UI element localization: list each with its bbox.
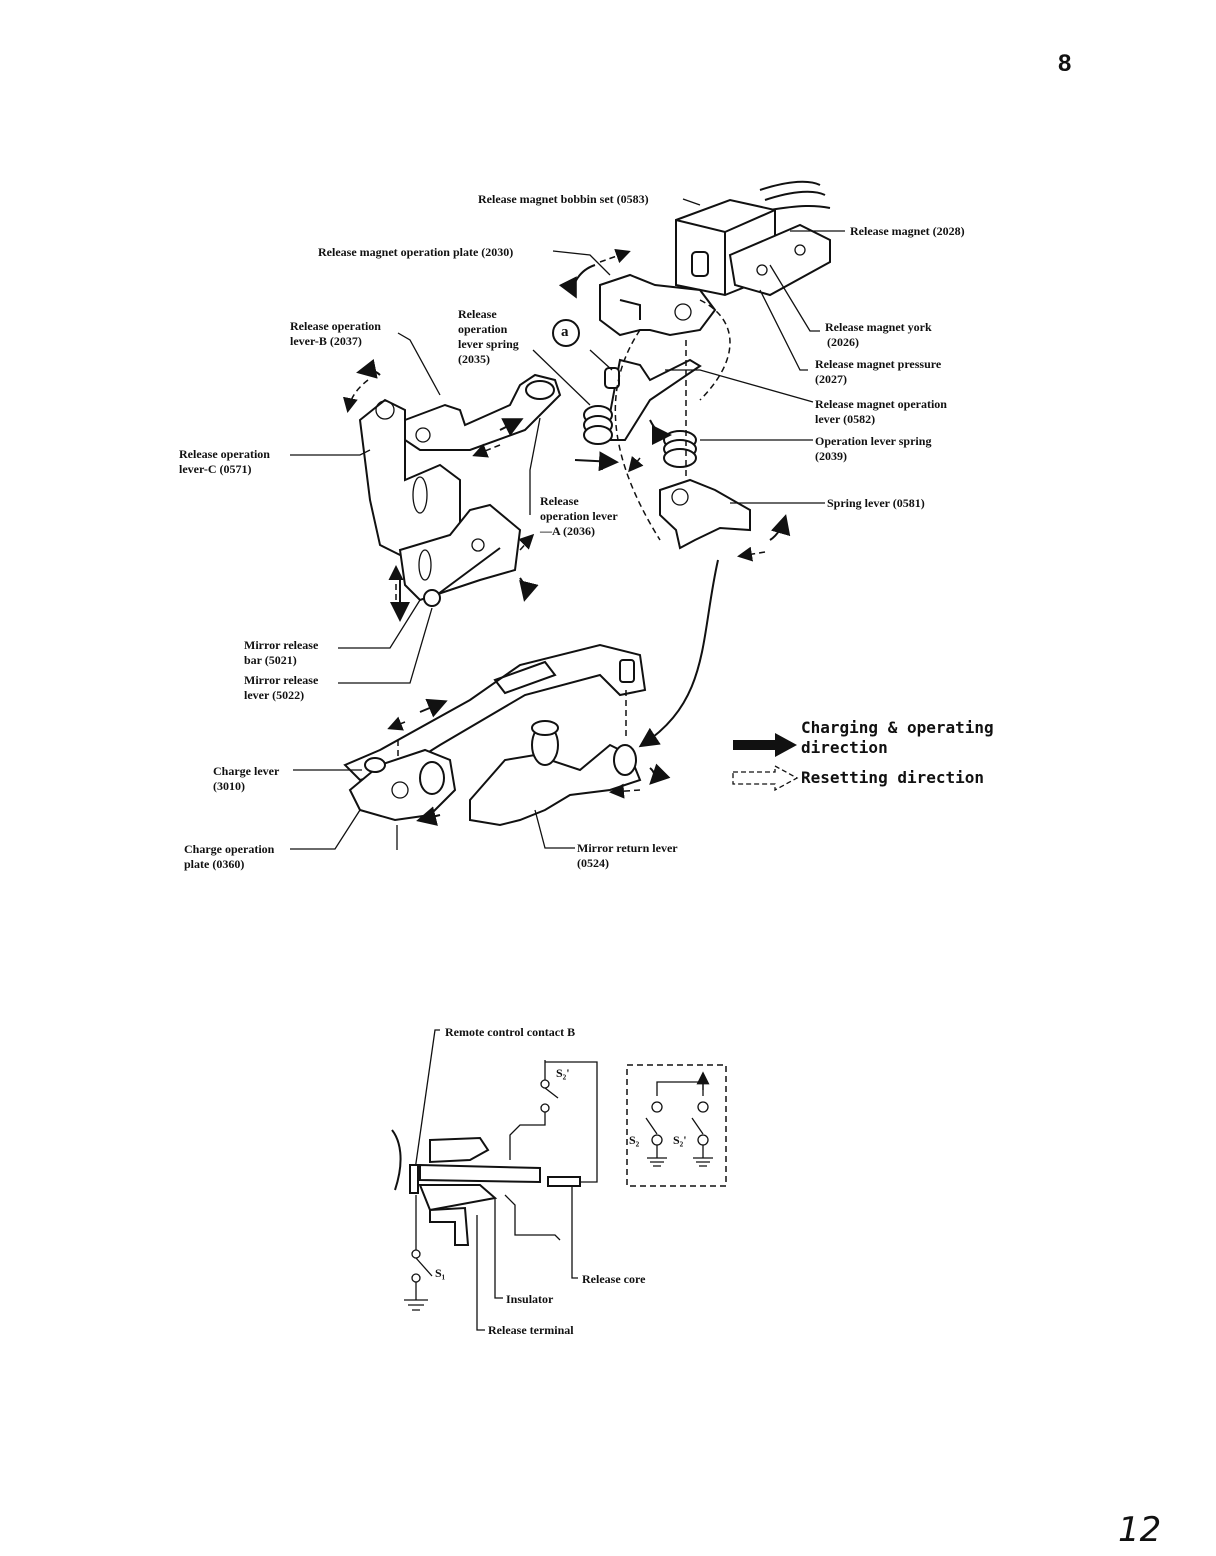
legend-symbols — [732, 733, 799, 792]
label-magnet-operation-plate: Release magnet operation plate (2030) — [318, 245, 514, 259]
label-magnet-pressure: Release magnet pressure (2027) — [815, 357, 941, 387]
circuit-diagram — [391, 1029, 727, 1331]
label-operation-lever-spring: Operation lever spring (2039) — [815, 434, 931, 464]
label-bobbin-set: Release magnet bobbin set (0583) — [478, 192, 649, 206]
label-mirror-release-bar-line2: bar (5021) — [244, 653, 297, 667]
operation-lever-c-drawing — [358, 398, 522, 607]
label-operation-lever-a-line1: Release — [540, 494, 579, 508]
label-charge-lever-line2: (3010) — [213, 779, 245, 793]
label-lever-spring-line1: Release — [458, 307, 497, 321]
charge-operation-plate-drawing — [348, 748, 457, 822]
label-mirror-release-lever: Mirror release lever (5022) — [244, 673, 318, 703]
leader-lines — [290, 198, 845, 850]
label-mirror-return-lever-line2: (0524) — [577, 856, 609, 870]
label-charge-lever: Charge lever (3010) — [213, 764, 279, 794]
label-mirror-return-lever: Mirror return lever (0524) — [577, 841, 678, 871]
legend-charging: Charging & operating direction — [801, 718, 994, 758]
label-mirror-return-lever-line1: Mirror return lever — [577, 841, 678, 855]
label-s2-prime: S₂' — [556, 1066, 570, 1080]
label-box-s2: S₂ — [629, 1133, 640, 1147]
label-remote-contact: Remote control contact B — [445, 1025, 576, 1039]
label-operation-lever-a-line3: —A (2036) — [540, 524, 595, 538]
label-operation-lever-c-line1: Release operation — [179, 447, 270, 461]
label-magnet-operation-lever-line2: lever (0582) — [815, 412, 876, 426]
label-magnet-operation-lever: Release magnet operation lever (0582) — [815, 397, 947, 427]
dashed-path-1 — [614, 329, 661, 541]
label-magnet-pressure-line1: Release magnet pressure — [815, 357, 942, 371]
dashed-path-2 — [699, 299, 731, 401]
release-magnet-drawing — [675, 180, 831, 297]
label-lever-spring: Release operation lever spring (2035) — [458, 307, 519, 367]
label-operation-lever-a: Release operation lever —A (2036) — [540, 494, 618, 539]
label-operation-lever-c: Release operation lever-C (0571) — [179, 447, 270, 477]
legend-dashed-arrow — [732, 764, 799, 792]
label-mirror-release-bar: Mirror release bar (5021) — [244, 638, 318, 668]
label-charge-operation-plate-line2: plate (0360) — [184, 857, 245, 871]
label-mirror-release-lever-line2: lever (5022) — [244, 688, 305, 702]
legend-charging-line1: Charging & operating — [801, 718, 994, 737]
label-lever-spring-line4: (2035) — [458, 352, 490, 366]
label-operation-lever-b: Release operation lever-B (2037) — [290, 319, 381, 349]
operating-arrows — [356, 264, 791, 826]
label-lever-spring-line2: operation — [458, 322, 508, 336]
label-operation-lever-spring-line1: Operation lever spring — [815, 434, 932, 448]
label-magnet-york-line1: Release magnet york — [825, 320, 932, 334]
magnet-operation-lever-drawing — [583, 358, 702, 445]
resetting-arrows — [343, 248, 766, 799]
label-charge-operation-plate: Charge operation plate (0360) — [184, 842, 274, 872]
label-insulator: Insulator — [506, 1292, 554, 1306]
legend-resetting: Resetting direction — [801, 768, 985, 787]
connector-curve — [638, 559, 719, 748]
label-box-s2-prime: S₂' — [673, 1133, 687, 1147]
label-charge-lever-line1: Charge lever — [213, 764, 280, 778]
label-s1: S₁ — [435, 1266, 446, 1280]
handwritten-page-number: 12 — [1118, 1510, 1162, 1550]
operation-lever-spring-drawing — [663, 430, 697, 468]
label-operation-lever-b-line2: lever-B (2037) — [290, 334, 362, 348]
page-number: 8 — [1058, 50, 1072, 77]
label-charge-operation-plate-line1: Charge operation — [184, 842, 275, 856]
label-mirror-release-lever-line1: Mirror release — [244, 673, 319, 687]
label-spring-lever: Spring lever (0581) — [827, 496, 925, 510]
legend-charging-line2: direction — [801, 738, 888, 757]
operation-lever-b-drawing — [404, 373, 562, 451]
label-magnet-pressure-line2: (2027) — [815, 372, 847, 386]
label-operation-lever-c-line2: lever-C (0571) — [179, 462, 252, 476]
label-magnet-york-line2: (2026) — [827, 335, 859, 349]
label-operation-lever-b-line1: Release operation — [290, 319, 381, 333]
label-magnet-york: Release magnet york (2026) — [825, 320, 932, 350]
label-lever-spring-line3: lever spring — [458, 337, 519, 351]
label-operation-lever-spring-line2: (2039) — [815, 449, 847, 463]
mirror-return-lever-drawing — [469, 720, 642, 827]
legend-solid-arrow — [733, 733, 797, 757]
label-release-magnet: Release magnet (2028) — [850, 224, 965, 238]
label-release-terminal: Release terminal — [488, 1323, 574, 1337]
label-operation-lever-a-line2: operation lever — [540, 509, 618, 523]
callout-a: a — [561, 324, 569, 340]
callout-circle — [552, 319, 580, 347]
label-mirror-release-bar-line1: Mirror release — [244, 638, 319, 652]
spring-lever-drawing — [659, 478, 751, 550]
label-release-core: Release core — [582, 1272, 646, 1286]
label-magnet-operation-lever-line1: Release magnet operation — [815, 397, 947, 411]
magnet-operation-plate-drawing — [599, 273, 717, 337]
